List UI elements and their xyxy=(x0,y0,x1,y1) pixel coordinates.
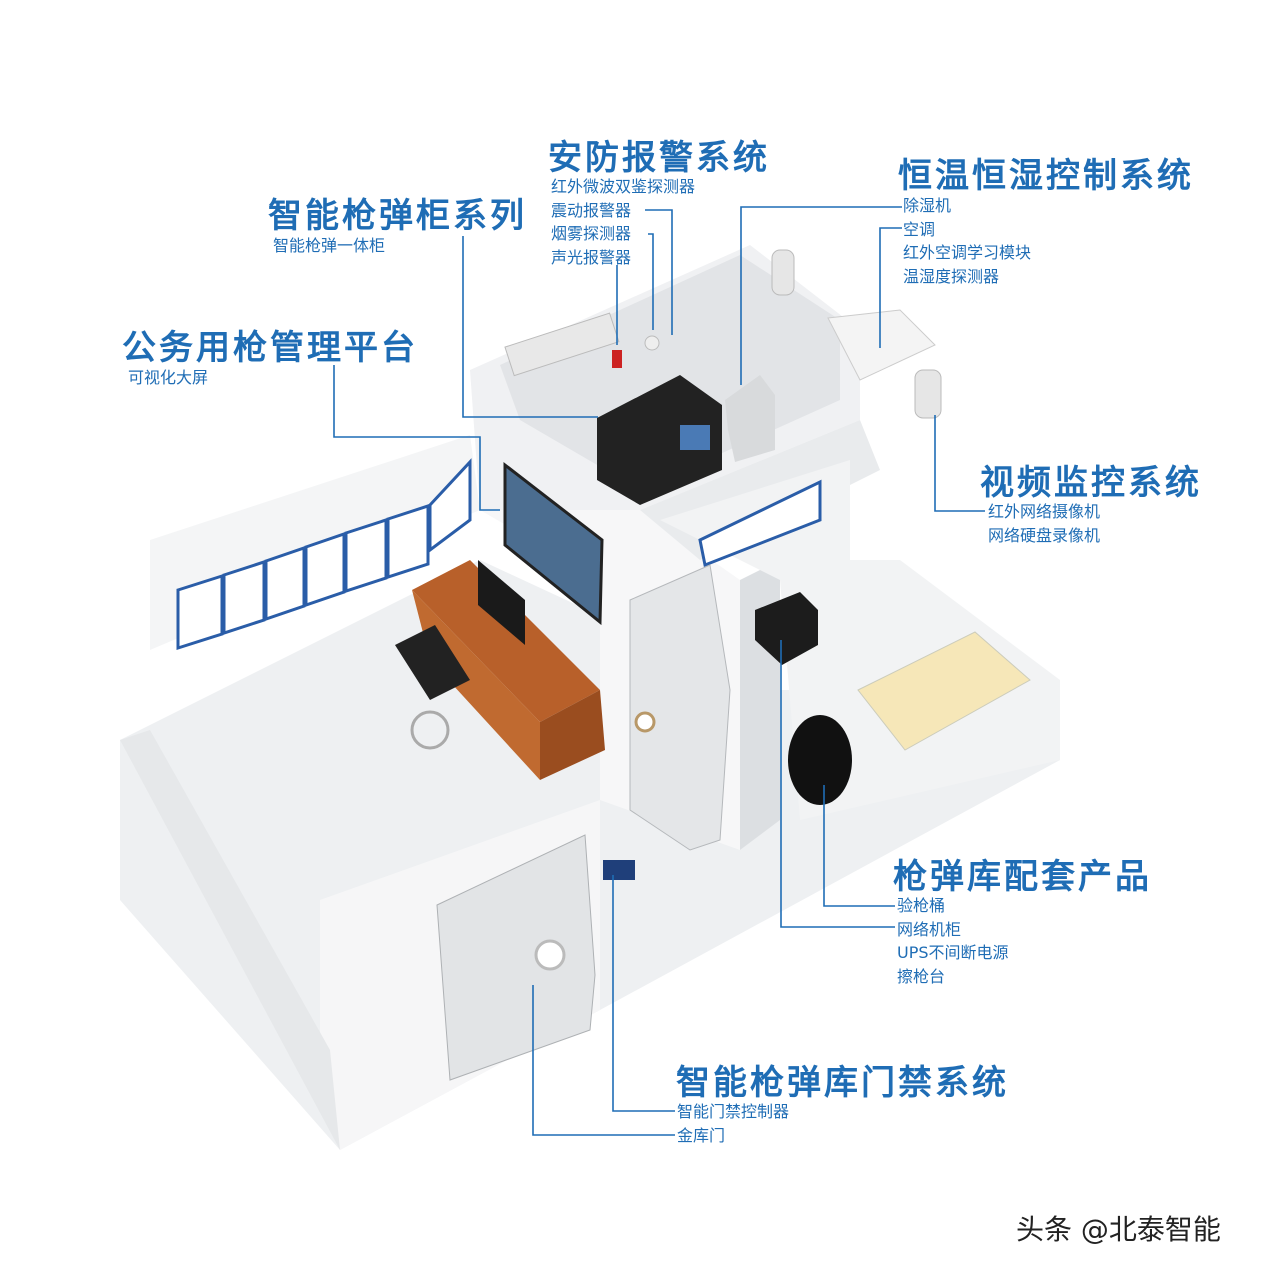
climate-item: 空调 xyxy=(903,219,936,239)
alarm-item: 震动报警器 xyxy=(551,200,632,220)
access-controller xyxy=(603,860,635,880)
cabinet-items: 智能枪弹一体柜 xyxy=(273,234,385,258)
leader-lines xyxy=(333,206,985,1136)
network-rack xyxy=(755,592,818,665)
alarm-item: 红外微波双鉴探测器 xyxy=(551,177,696,196)
platform-items: 可视化大屏 xyxy=(128,366,208,390)
climate-item: 红外空调学习模块 xyxy=(903,243,1032,262)
dehumidifier xyxy=(725,375,775,462)
gun-test-barrel xyxy=(788,715,852,805)
climate-title: 恒温恒湿控制系统 xyxy=(898,156,1194,196)
video-items: 红外网络摄像机 网络硬盘录像机 xyxy=(988,500,1100,547)
platform-title: 公务用枪管理平台 xyxy=(122,328,418,368)
camera xyxy=(771,249,795,296)
vault-door xyxy=(436,834,596,1081)
cabinet-title: 智能枪弹柜系列 xyxy=(268,196,527,236)
access-title: 智能枪弹库门禁系统 xyxy=(676,1063,1009,1103)
access-items: 智能门禁控制器 金库门 xyxy=(677,1100,789,1147)
accessories-item: 擦枪台 xyxy=(897,966,946,986)
platform-item: 可视化大屏 xyxy=(128,368,209,387)
accessories-item: 验枪桶 xyxy=(897,896,946,915)
alarm-siren xyxy=(504,312,620,377)
cleaning-table xyxy=(857,631,1031,751)
video-title: 视频监控系统 xyxy=(980,463,1202,503)
climate-item: 温湿度探测器 xyxy=(903,266,1000,286)
alarm-title: 安防报警系统 xyxy=(548,138,770,178)
accessories-item: UPS不间断电源 xyxy=(897,943,1009,962)
accessories-title: 枪弹库配套产品 xyxy=(893,857,1152,897)
inner-vault-door xyxy=(629,564,731,851)
alarm-item: 烟雾探测器 xyxy=(551,224,632,243)
gun-cabinet xyxy=(597,375,722,505)
right-room-wall xyxy=(660,460,1060,820)
accessories-item: 网络机柜 xyxy=(897,919,962,939)
accessories-items: 验枪桶 网络机柜 UPS不间断电源 擦枪台 xyxy=(897,894,1009,988)
chair xyxy=(395,625,470,700)
access-item: 金库门 xyxy=(677,1125,726,1145)
video-item: 红外网络摄像机 xyxy=(988,502,1101,521)
desk xyxy=(412,560,600,722)
video-item: 网络硬盘录像机 xyxy=(988,525,1101,545)
watermark: 头条 @北泰智能 xyxy=(1016,1213,1221,1246)
access-item: 智能门禁控制器 xyxy=(677,1102,790,1121)
alarm-item: 声光报警器 xyxy=(551,247,632,267)
video-wall-screen xyxy=(503,461,604,626)
alarm-items: 红外微波双鉴探测器 震动报警器 烟雾探测器 声光报警器 xyxy=(551,175,695,269)
wall-posters xyxy=(176,458,472,651)
climate-item: 除湿机 xyxy=(903,196,952,215)
air-conditioner xyxy=(827,309,936,381)
monitor xyxy=(478,560,525,645)
climate-items: 除湿机 空调 红外空调学习模块 温湿度探测器 xyxy=(903,194,1031,288)
training-panel xyxy=(698,479,822,568)
cabinet-item: 智能枪弹一体柜 xyxy=(273,236,386,255)
